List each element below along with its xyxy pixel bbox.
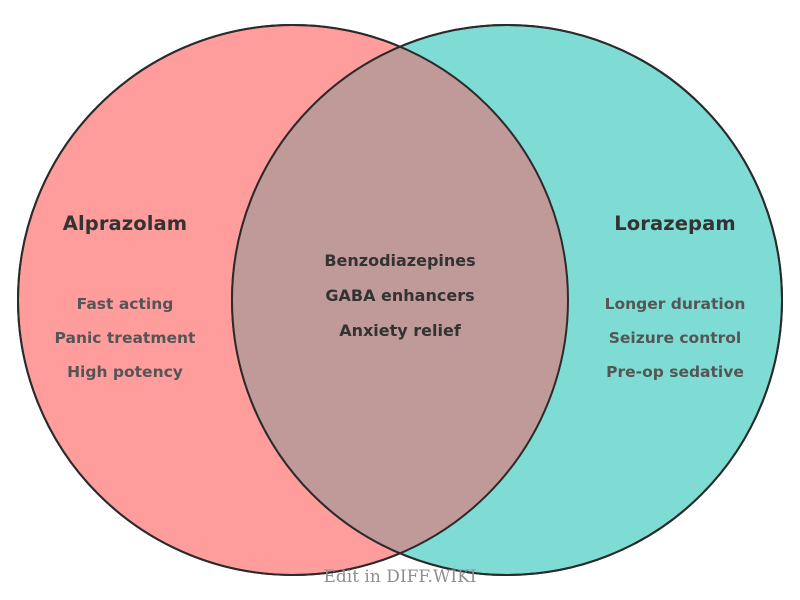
intersection-region[interactable] [232, 25, 782, 575]
left-set-outline [17, 24, 569, 576]
right-set-outline [231, 24, 783, 576]
